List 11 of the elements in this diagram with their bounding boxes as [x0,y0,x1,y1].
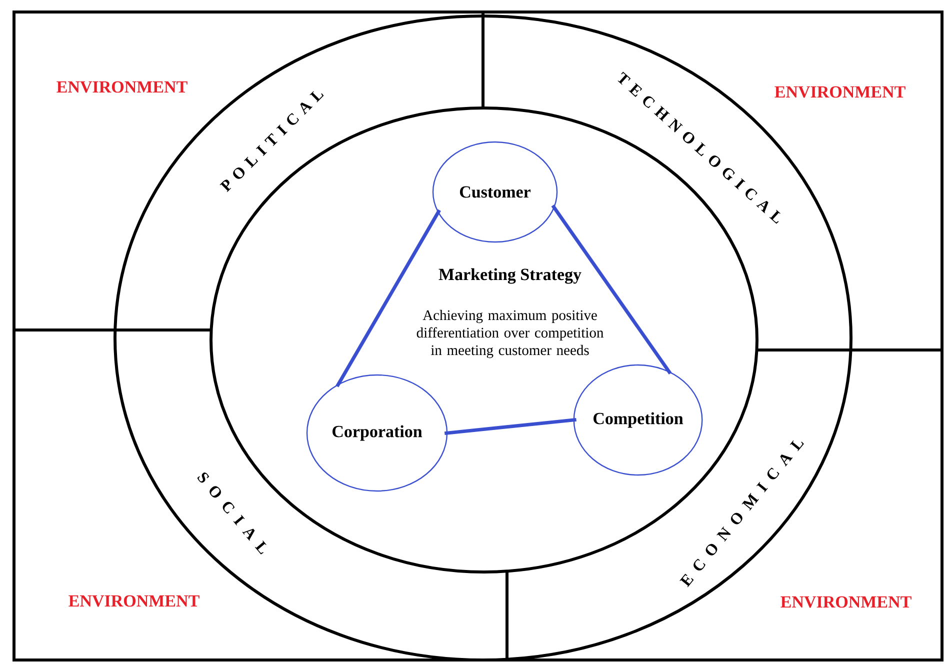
strategy-heading: Marketing Strategy [438,268,582,284]
sector-label: S O C I A L [197,472,266,554]
strategy-text: Achieving maximum positive differentiation over competition in meeting customer needs [416,310,604,358]
connector-line [444,418,576,436]
environment-label: ENVIRONMENT [780,596,912,608]
sector-label: P O L I T I C A L [220,91,324,192]
environment-label: ENVIRONMENT [56,81,188,93]
connector-line [551,204,672,374]
environment-label: ENVIRONMENT [774,86,906,98]
environment-label: ENVIRONMENT [68,595,200,607]
connector-line [336,209,441,388]
